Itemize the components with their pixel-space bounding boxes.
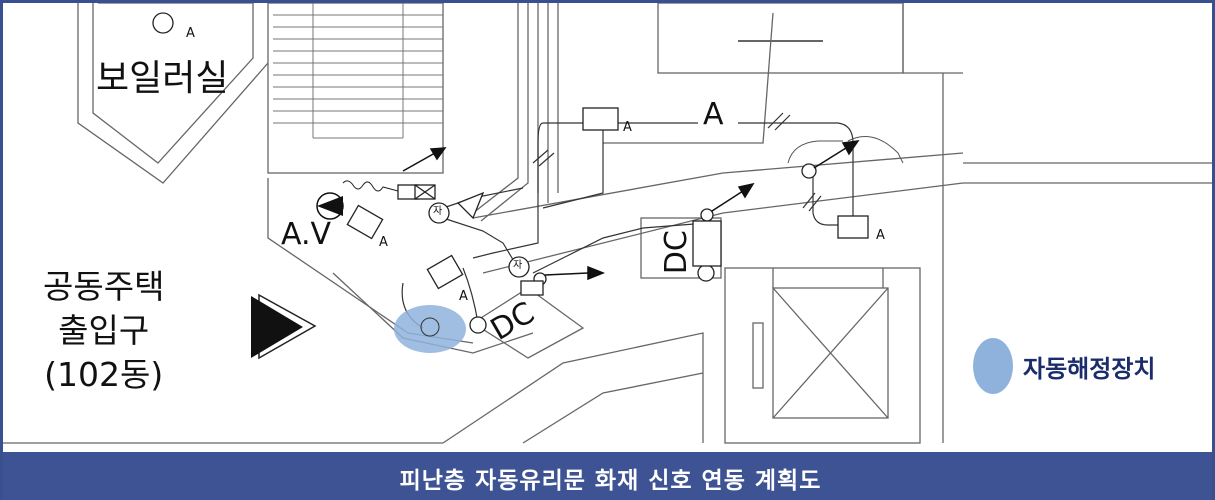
diagram-title: 피난층 자동유리문 화재 신호 연동 계획도: [399, 467, 822, 494]
sensor: [801, 163, 817, 179]
boiler-room-wall: [77, 3, 269, 184]
sensor-label: 자: [433, 206, 443, 217]
valve-symbol: [152, 12, 174, 34]
entrance-label-line3: (102동): [44, 355, 164, 394]
a-tag: A: [876, 228, 885, 243]
a-tag: A: [623, 120, 632, 135]
a-tag-large: A: [703, 97, 724, 132]
entrance-label: 공동주택 출입구 (102동): [43, 265, 164, 397]
a-tag: A: [186, 26, 195, 41]
sensor: [469, 316, 487, 334]
legend: 자동해정장치: [973, 336, 1155, 396]
relay-box: [837, 215, 869, 239]
entrance-arrow: [251, 296, 303, 358]
corridor-wall: [603, 12, 774, 144]
title-bar: 피난층 자동유리문 화재 신호 연동 계획도: [3, 452, 1212, 500]
sensor: [508, 256, 530, 278]
room-right: [902, 3, 1212, 443]
a-tag: A: [379, 235, 388, 250]
elevator-shaft: [724, 267, 921, 444]
signal-wire: [812, 173, 838, 226]
dc-label: DC: [658, 230, 694, 275]
a-tag: A: [459, 289, 468, 304]
corridor-wall: [482, 182, 964, 274]
signal-wire: [442, 217, 519, 269]
auto-release-highlight: [394, 305, 466, 353]
floor-plan-drawing: [3, 3, 1212, 444]
boiler-room-wall: [92, 3, 254, 164]
relay-box: [582, 107, 619, 131]
av-pump-symbol: [316, 180, 399, 220]
boiler-room-label: 보일러실: [96, 58, 229, 99]
sensor-label: 자: [513, 260, 523, 271]
legend-swatch: [973, 338, 1013, 394]
room-top-right: [657, 3, 904, 74]
legend-label: 자동해정장치: [1023, 354, 1156, 383]
corridor-wall: [472, 152, 964, 219]
shaft: [472, 3, 559, 222]
entrance-label-line1: 공동주택: [43, 267, 165, 306]
sensor: [428, 202, 450, 224]
relay-box: [426, 254, 464, 290]
signal-wire: [542, 128, 604, 209]
signal-wire: [472, 122, 544, 259]
signal-wire: [532, 222, 708, 274]
av-label: A.V: [281, 217, 332, 252]
entrance-label-line2: 출입구: [58, 311, 150, 350]
sensor: [697, 264, 715, 282]
relay-box: [346, 204, 384, 240]
sensor: [700, 208, 714, 222]
elevator-car: [772, 287, 889, 419]
stair-core: [267, 3, 444, 174]
